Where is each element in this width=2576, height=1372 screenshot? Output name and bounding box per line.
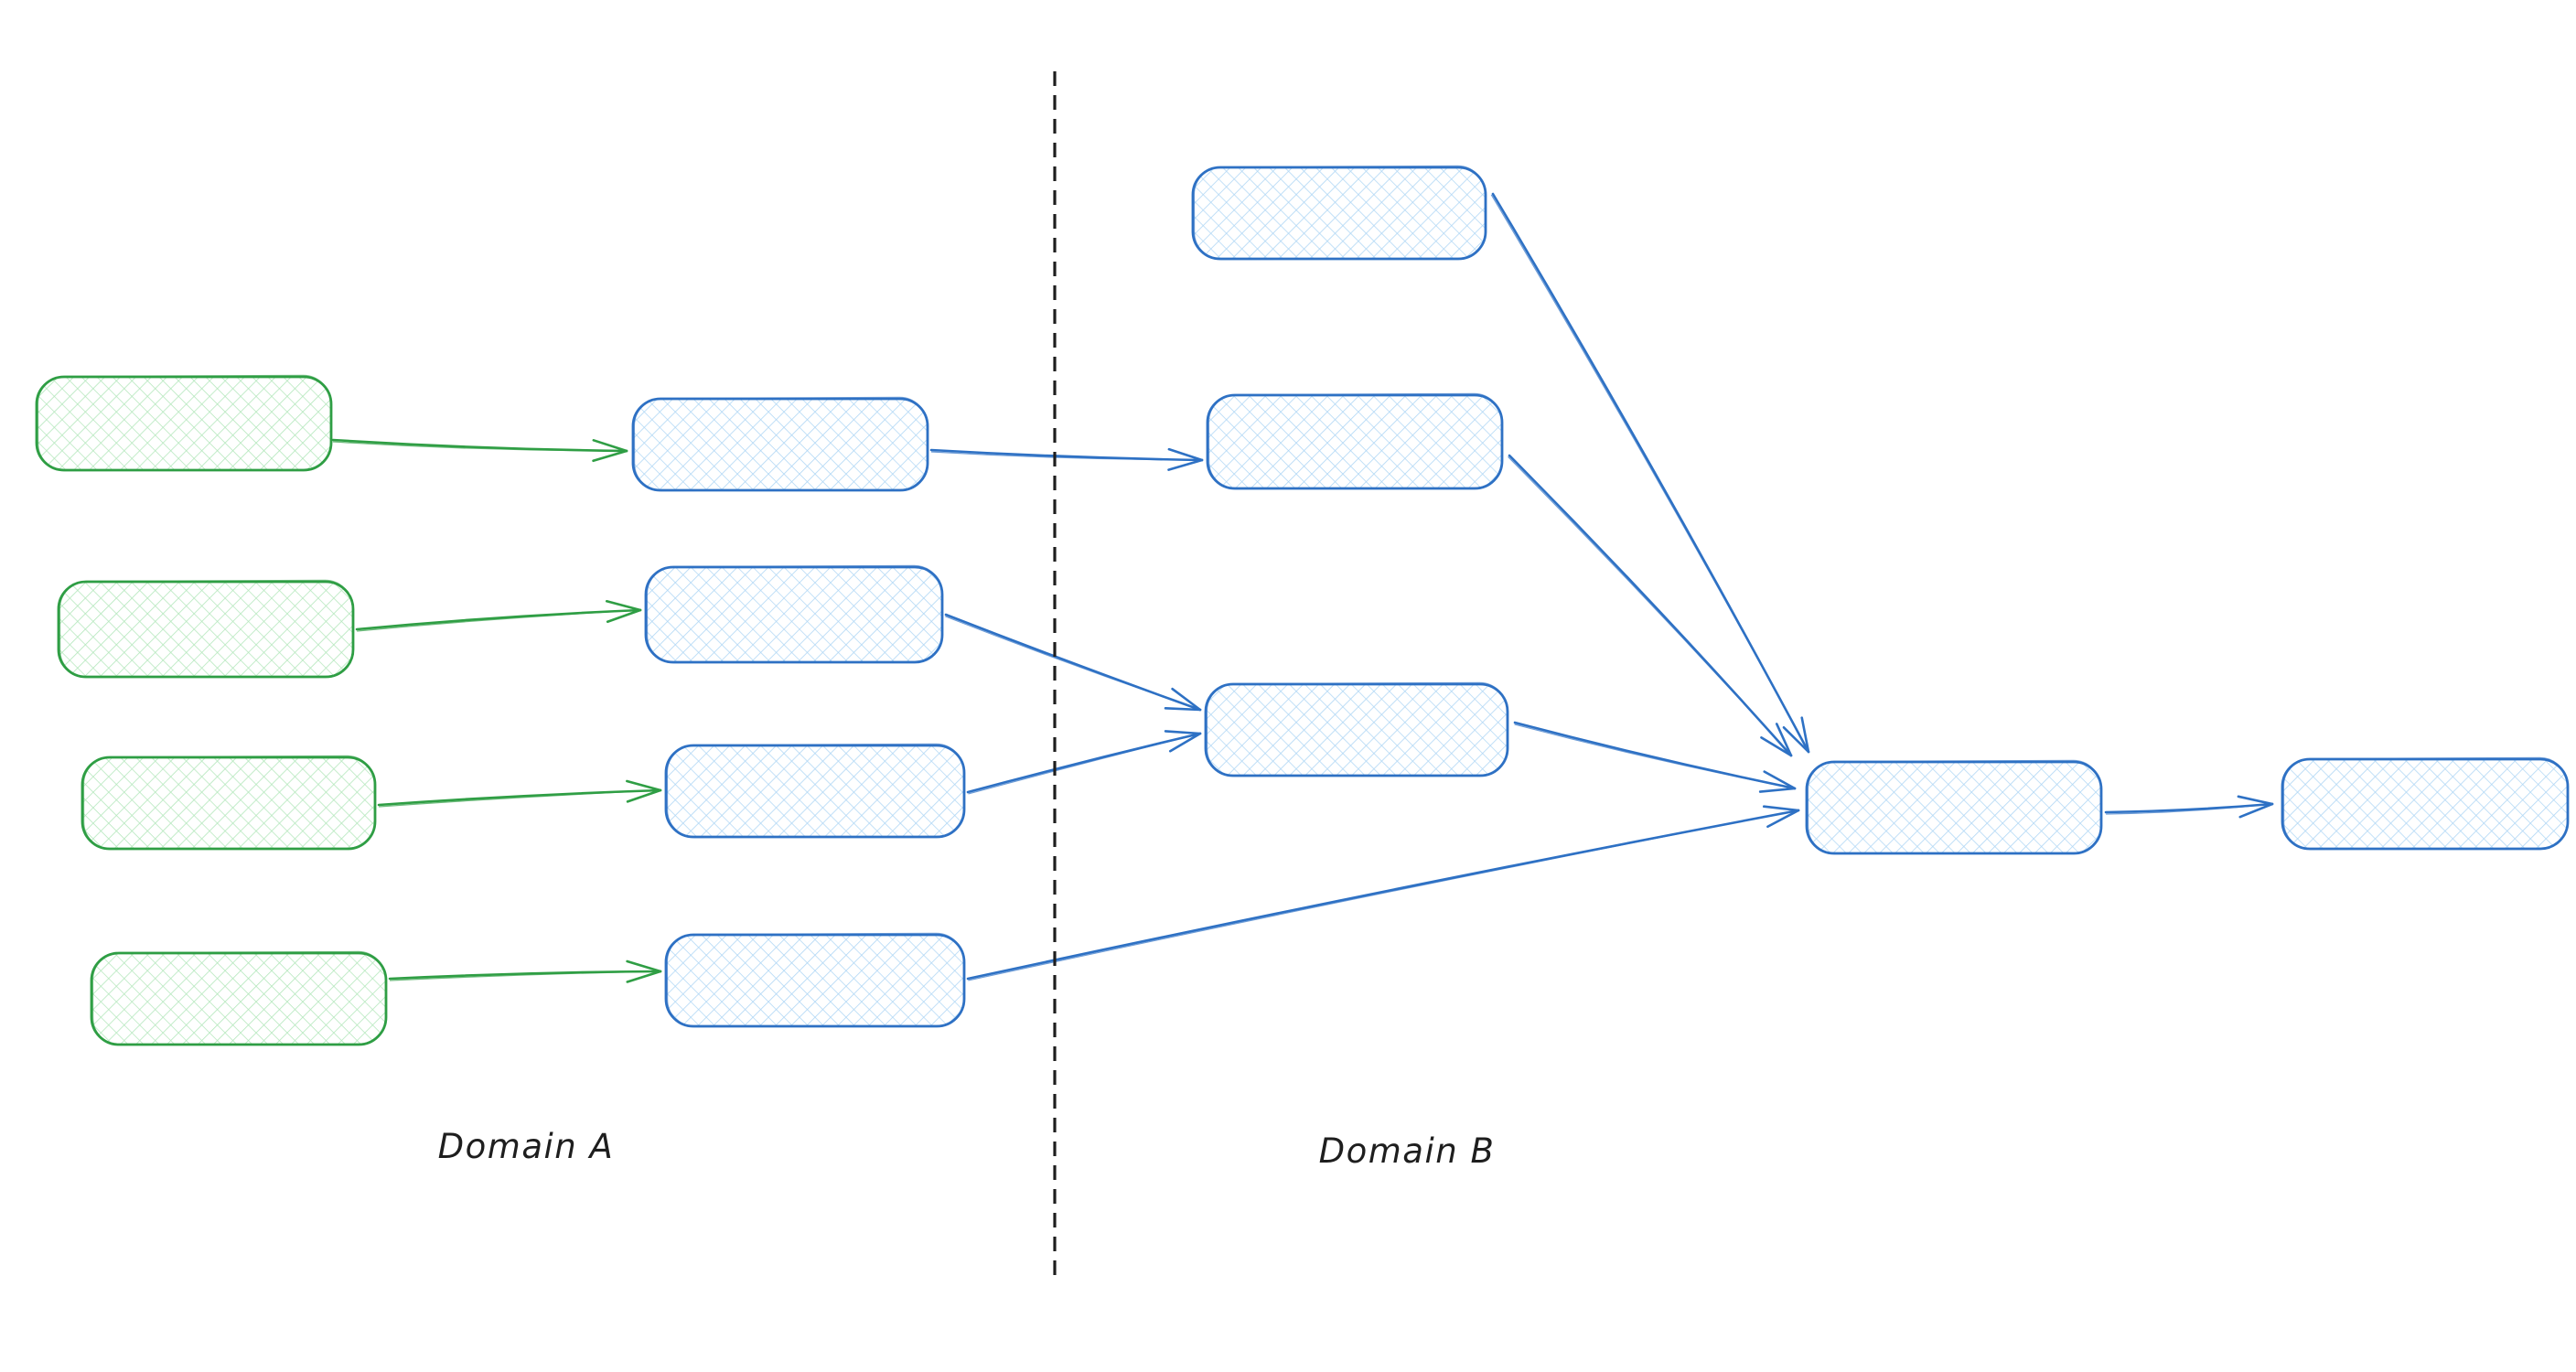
- edge-source3-process3[interactable]: [377, 779, 662, 808]
- domain-a-label[interactable]: Domain A: [438, 1127, 615, 1166]
- domain-b-stage-3[interactable]: [1204, 681, 1509, 777]
- domain-a-source-1[interactable]: [35, 374, 333, 472]
- domain-a-source-3[interactable]: [80, 755, 377, 851]
- edge-process1-stage2[interactable]: [929, 447, 1204, 471]
- edge-source2-process2[interactable]: [355, 600, 642, 632]
- domain-a-process-3[interactable]: [664, 743, 966, 839]
- edge-stage3-aggregator[interactable]: [1513, 721, 1797, 793]
- edge-stage2-aggregator[interactable]: [1508, 454, 1793, 757]
- edge-process2-stage3[interactable]: [944, 613, 1202, 712]
- domain-b-stage-1[interactable]: [1191, 165, 1487, 261]
- edge-process3-stage3[interactable]: [966, 730, 1202, 795]
- domain-b-output[interactable]: [2281, 756, 2570, 851]
- domain-a-process-4[interactable]: [664, 932, 966, 1028]
- edge-source1-process1[interactable]: [331, 438, 628, 463]
- edge-stage1-aggregator[interactable]: [1490, 192, 1810, 754]
- domain-a-source-2[interactable]: [57, 579, 355, 679]
- domain-b-aggregator[interactable]: [1805, 759, 2103, 855]
- domain-a-source-4[interactable]: [90, 950, 388, 1046]
- domain-a-process-2[interactable]: [644, 564, 944, 664]
- edge-process4-aggregator[interactable]: [966, 805, 1800, 981]
- domain-b-stage-2[interactable]: [1206, 392, 1504, 490]
- domain-a-process-1[interactable]: [631, 396, 929, 492]
- domain-b-label[interactable]: Domain B: [1319, 1131, 1496, 1171]
- edge-source4-process4[interactable]: [388, 959, 662, 983]
- edge-aggregator-output[interactable]: [2104, 795, 2274, 819]
